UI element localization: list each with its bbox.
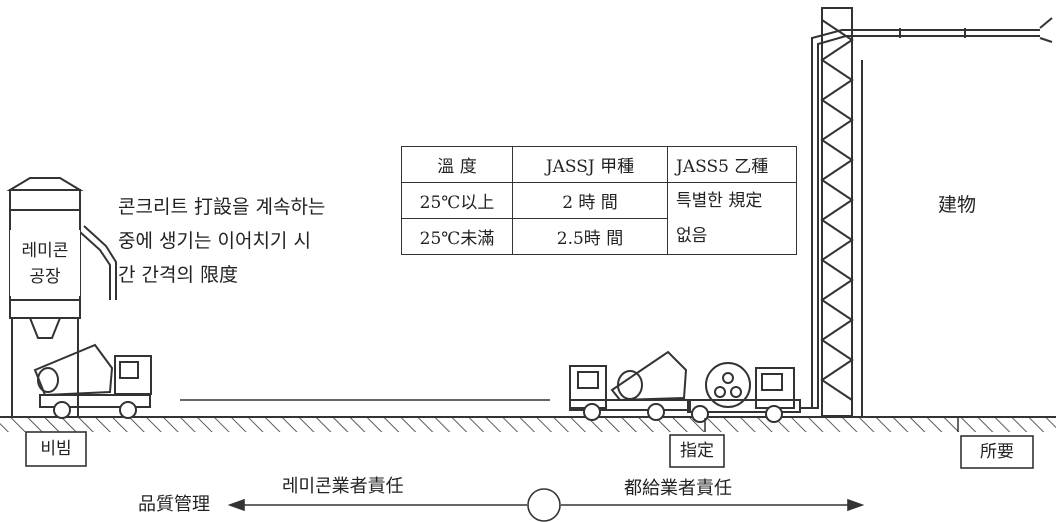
table-header: JASSJ 甲種 [512, 146, 668, 183]
caption-line3: 간 간격의 限度 [118, 264, 238, 286]
plant-label: 레미콘 공장 [10, 238, 80, 290]
interval-caption: 콘크리트 打設을 계속하는 중에 생기는 이어치기 시 간 간격의 限度 [118, 190, 325, 292]
designated-point-label: 指定 [680, 441, 714, 461]
plant-label-line2: 공장 [29, 267, 61, 287]
table-cell: 2.5時 間 [512, 218, 668, 255]
table-cell: 2 時 間 [512, 182, 668, 219]
caption-line2: 중에 생기는 이어치기 시 [118, 230, 311, 252]
required-point-label: 所要 [980, 442, 1014, 462]
supplier-responsibility-label: 都給業者責任 [624, 478, 732, 499]
merged-note-line2: 없음 [676, 225, 708, 246]
table-merged-cell: 특별한 規定 없음 [667, 182, 797, 255]
quality-control-label: 品質管理 [138, 494, 210, 515]
responsibility-arrow [227, 488, 865, 522]
merged-note-line1: 특별한 規定 [676, 190, 763, 211]
start-point-label: 비빔 [40, 439, 72, 459]
table-row: 25℃以上 2 時 間 특별한 規定 없음 [401, 182, 797, 255]
start-box [25, 431, 87, 467]
ready-mix-responsibility-label: 레미콘業者責任 [282, 476, 404, 497]
designated-box [669, 434, 725, 468]
plant-label-line1: 레미콘 [21, 241, 69, 261]
table-cell: 25℃以上 [401, 182, 513, 219]
table-header: 溫 度 [401, 146, 513, 183]
mixer-truck-site [569, 350, 691, 421]
caption-line1: 콘크리트 打設을 계속하는 [118, 196, 326, 218]
mixer-truck-plant [33, 343, 152, 419]
table-cell: 25℃未滿 [401, 218, 513, 255]
table-header: JASS5 乙種 [667, 146, 797, 183]
table-row: 25℃未滿 2.5時 間 [401, 218, 797, 255]
building-label: 建物 [938, 194, 977, 216]
interval-table: 溫 度 JASSJ 甲種 JASS5 乙種 25℃以上 2 時 間 특별한 規定… [401, 146, 797, 255]
required-box [960, 435, 1034, 469]
ground [0, 416, 1056, 432]
batching-plant [6, 177, 117, 417]
pump-truck [687, 17, 1053, 423]
lattice-tower [820, 7, 854, 417]
table-header-row: 溫 度 JASSJ 甲種 JASS5 乙種 [401, 146, 797, 183]
